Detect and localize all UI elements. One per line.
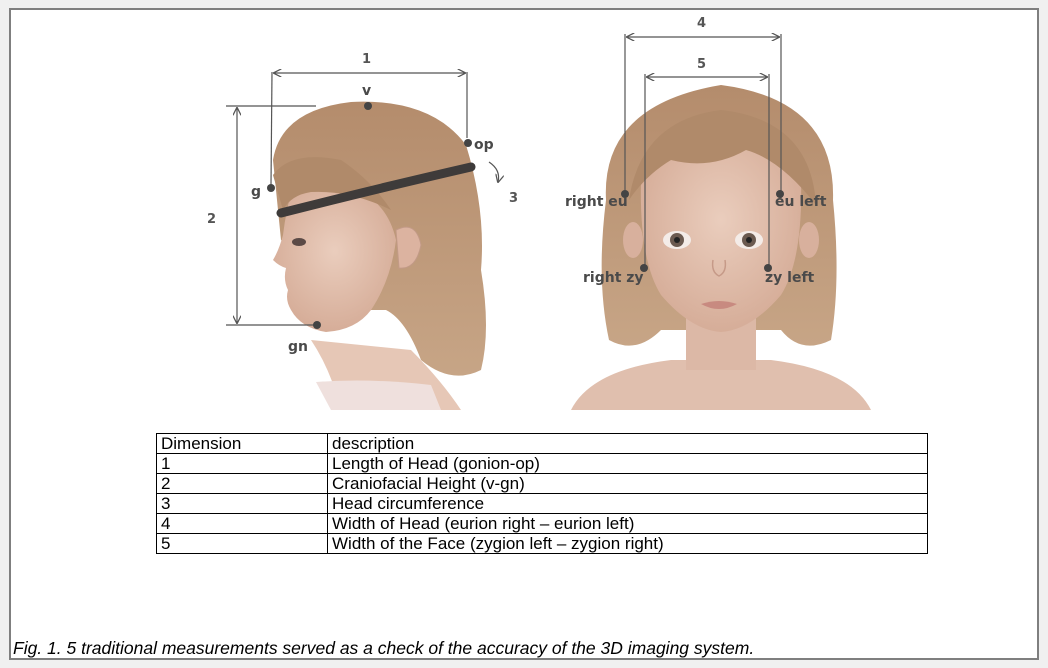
table-row: 1 Length of Head (gonion-op) <box>157 454 928 474</box>
table-row: 4 Width of Head (eurion right – eurion l… <box>157 514 928 534</box>
table-header-row: Dimension description <box>157 434 928 454</box>
figure-caption: Fig. 1. 5 traditional measurements serve… <box>13 638 754 659</box>
dimension-cell: 4 <box>157 514 328 534</box>
side-profile-photo <box>273 102 486 410</box>
table-row: 5 Width of the Face (zygion left – zygio… <box>157 534 928 554</box>
dim5-label: 5 <box>697 57 706 72</box>
landmark-right-eu: right eu <box>565 194 628 210</box>
frontal-face-photo <box>571 85 871 410</box>
description-cell: Width of the Face (zygion left – zygion … <box>328 534 928 554</box>
table-row: 3 Head circumference <box>157 494 928 514</box>
dimension-cell: 2 <box>157 474 328 494</box>
table-row: 2 Craniofacial Height (v-gn) <box>157 474 928 494</box>
dimension-cell: 1 <box>157 454 328 474</box>
landmark-right-zy: right zy <box>583 270 644 286</box>
description-cell: Width of Head (eurion right – eurion lef… <box>328 514 928 534</box>
landmark-v: v <box>362 83 371 99</box>
figure-frame: 1 2 3 v op g gn <box>9 8 1039 660</box>
description-cell: Craniofacial Height (v-gn) <box>328 474 928 494</box>
dimension-cell: 3 <box>157 494 328 514</box>
landmark-g: g <box>251 184 261 200</box>
landmark-gn: gn <box>288 339 308 355</box>
dim2-label: 2 <box>207 212 216 227</box>
anthropometric-illustration: 1 2 3 v op g gn <box>11 10 1039 430</box>
column-header-dimension: Dimension <box>157 434 328 454</box>
column-header-description: description <box>328 434 928 454</box>
landmark-zy-left: zy left <box>765 270 815 286</box>
landmark-op: op <box>474 137 494 153</box>
description-cell: Length of Head (gonion-op) <box>328 454 928 474</box>
dimensions-table: Dimension description 1 Length of Head (… <box>156 433 928 554</box>
dim3-label: 3 <box>509 191 518 206</box>
dim4-label: 4 <box>697 16 706 31</box>
dimension-cell: 5 <box>157 534 328 554</box>
dim1-label: 1 <box>362 52 371 67</box>
landmark-eu-left: eu left <box>775 194 827 210</box>
description-cell: Head circumference <box>328 494 928 514</box>
